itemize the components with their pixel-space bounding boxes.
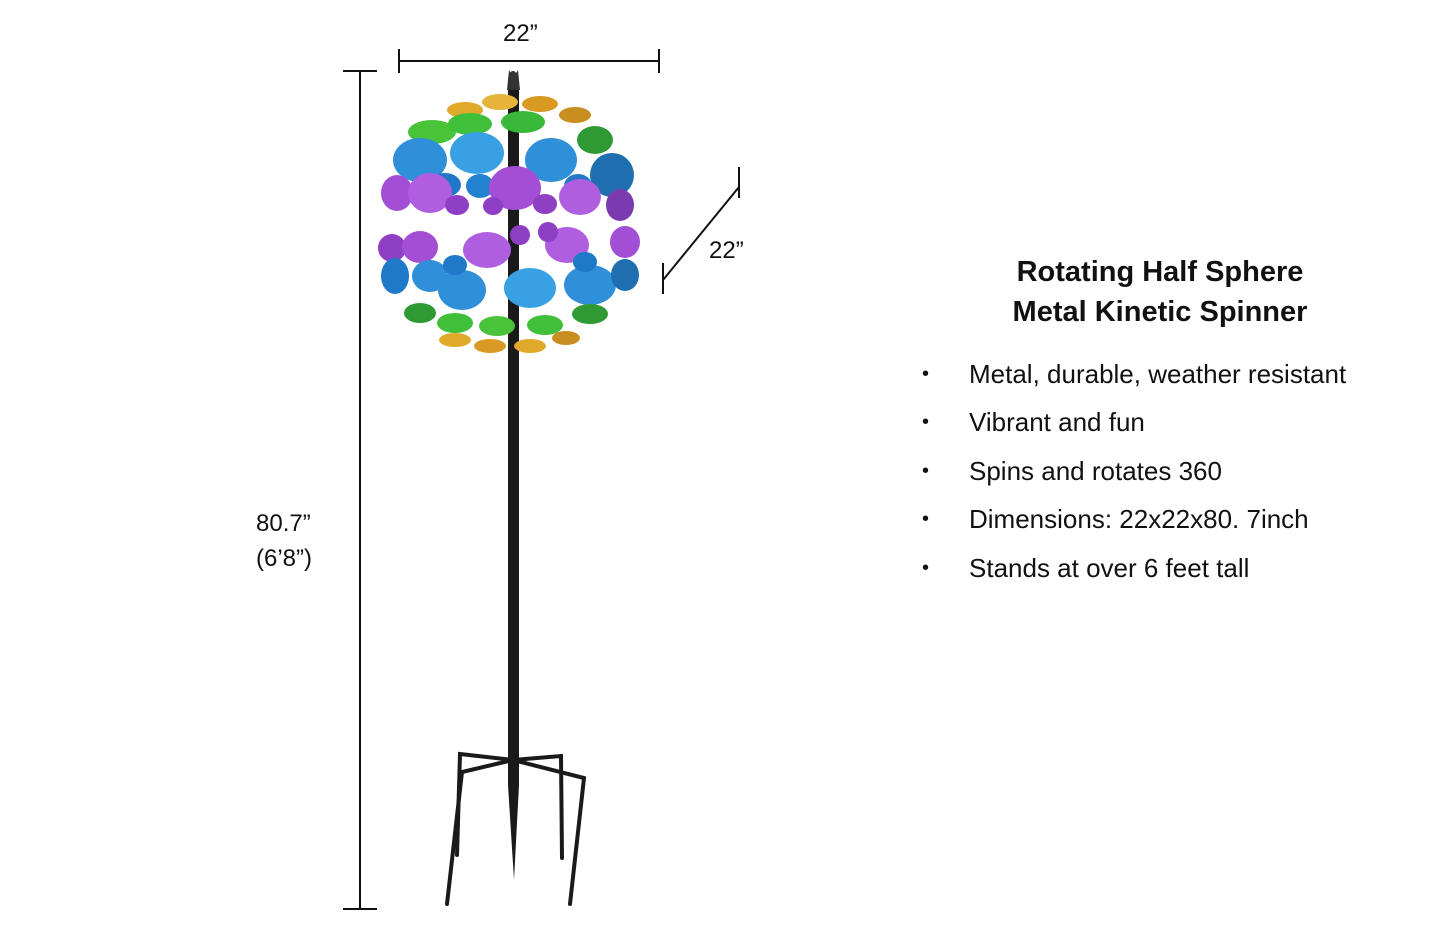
height-dimension-line bbox=[343, 70, 377, 910]
width-dimension-label: 22” bbox=[503, 20, 538, 47]
feature-item: •Stands at over 6 feet tall bbox=[918, 544, 1346, 593]
height-feet-label: (6’8”) bbox=[256, 545, 313, 572]
product-title-line1: Rotating Half Sphere bbox=[1016, 256, 1304, 288]
bullet-icon: • bbox=[922, 459, 930, 482]
feature-item: •Dimensions: 22x22x80. 7inch bbox=[918, 496, 1346, 545]
height-dimension-label: 80.7” bbox=[256, 510, 311, 537]
product-title: Rotating Half Sphere Metal Kinetic Spinn… bbox=[900, 252, 1420, 332]
stake-base bbox=[445, 751, 587, 906]
bullet-icon: • bbox=[922, 411, 930, 434]
feature-item: •Metal, durable, weather resistant bbox=[918, 350, 1346, 399]
spinner-sphere bbox=[378, 94, 640, 353]
width-dimension-line bbox=[398, 49, 660, 73]
depth-dimension-label: 22” bbox=[709, 237, 744, 264]
spinner-pole bbox=[507, 70, 520, 880]
feature-list: •Metal, durable, weather resistant •Vibr… bbox=[918, 350, 1346, 593]
bullet-icon: • bbox=[922, 362, 930, 385]
feature-item: •Spins and rotates 360 bbox=[918, 447, 1346, 496]
product-title-line2: Metal Kinetic Spinner bbox=[1012, 296, 1308, 328]
bullet-icon: • bbox=[922, 556, 930, 579]
depth-dimension-line bbox=[662, 167, 740, 294]
feature-item: •Vibrant and fun bbox=[918, 399, 1346, 448]
bullet-icon: • bbox=[922, 508, 930, 531]
